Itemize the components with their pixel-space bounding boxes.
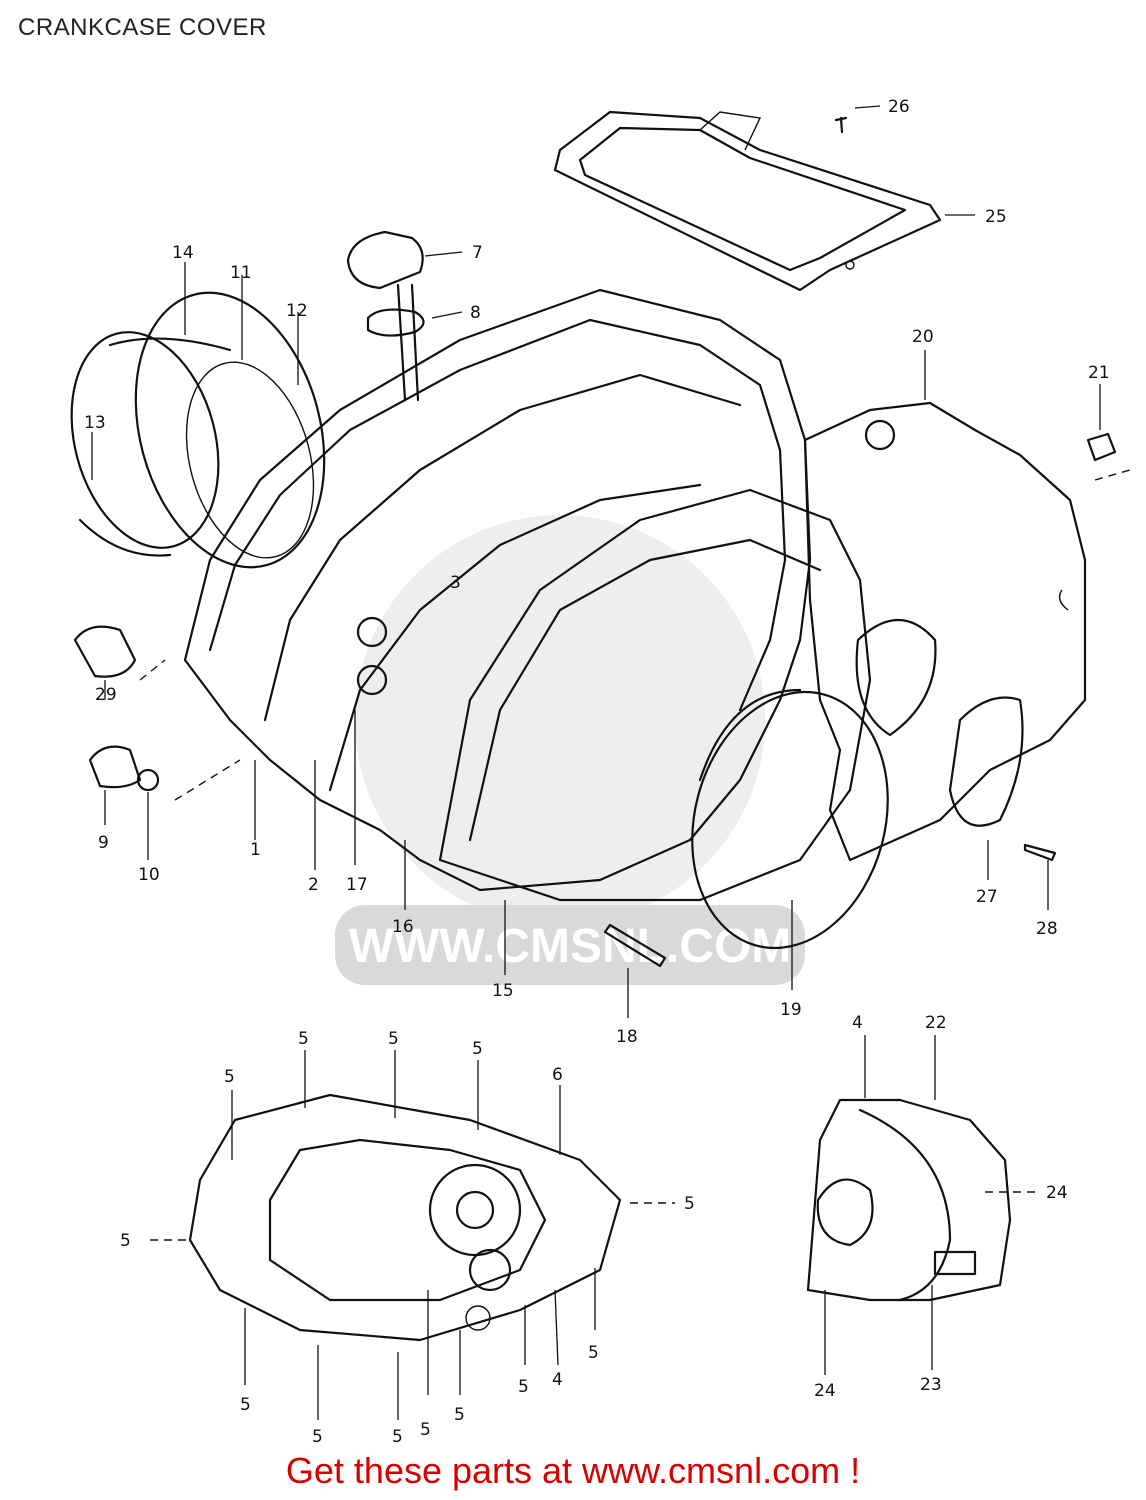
callout-17: 17 — [346, 875, 368, 895]
callout-24-b: 24 — [1046, 1183, 1068, 1203]
watermark: WWW.CMSNL.COM — [335, 515, 805, 985]
callout-27: 27 — [976, 887, 998, 907]
screw-part-28 — [1023, 843, 1057, 862]
callout-5-d: 5 — [472, 1039, 483, 1059]
promo-link-text[interactable]: Get these parts at www.cmsnl.com ! — [285, 1450, 861, 1491]
callout-3: 3 — [450, 573, 461, 593]
cover-lower-right — [806, 1098, 1012, 1302]
callout-6: 6 — [552, 1065, 563, 1085]
callout-5-b: 5 — [298, 1029, 309, 1049]
callout-5-a: 5 — [224, 1067, 235, 1087]
callout-8: 8 — [470, 303, 481, 323]
leader-lines — [91, 105, 1131, 1420]
callout-5-f: 5 — [120, 1231, 131, 1251]
clutch-assembly-parts-11-14 — [70, 291, 326, 569]
plug-part-9 — [88, 745, 142, 789]
callout-12: 12 — [286, 301, 308, 321]
callout-4-a: 5 — [420, 1420, 431, 1440]
crankcase-body — [183, 288, 812, 892]
callout-29: 29 — [95, 685, 117, 705]
callout-16: 16 — [392, 917, 414, 937]
crankcase-cover-part-20 — [803, 401, 1087, 862]
callout-numbers: 26 25 7 8 14 11 12 13 20 21 3 29 9 10 1 … — [84, 97, 1110, 1447]
callout-25: 25 — [985, 207, 1007, 227]
callout-1: 1 — [250, 840, 261, 860]
callout-2: 2 — [308, 875, 319, 895]
callout-18: 18 — [616, 1027, 638, 1047]
callout-28: 28 — [1036, 919, 1058, 939]
small-parts — [73, 432, 1117, 968]
gasket-lower-left — [188, 1093, 622, 1342]
washer-part-10 — [136, 768, 160, 792]
callout-23: 24 — [814, 1381, 836, 1401]
plug-part-29 — [73, 625, 137, 678]
callout-13: 13 — [84, 413, 106, 433]
callout-5-c: 5 — [388, 1029, 399, 1049]
callout-4-b: 4 — [552, 1370, 563, 1390]
diagram-title: CRANKCASE COVER — [18, 14, 267, 41]
dowel-part-21 — [1086, 432, 1117, 462]
callout-14: 14 — [172, 243, 194, 263]
callout-5-e: 5 — [684, 1194, 695, 1214]
callout-5-l: 5 — [588, 1343, 599, 1363]
callout-5-k: 5 — [518, 1377, 529, 1397]
callout-10: 10 — [138, 865, 160, 885]
callout-5-i: 5 — [392, 1427, 403, 1447]
callout-9: 9 — [98, 833, 109, 853]
callout-5-g: 5 — [240, 1395, 251, 1415]
callout-20: 20 — [912, 327, 934, 347]
clutch-cover-part-15 — [438, 488, 889, 950]
callout-19: 19 — [780, 1000, 802, 1020]
oil-cap-part-7 — [346, 230, 425, 402]
callout-11: 11 — [230, 263, 252, 283]
callout-26: 26 — [888, 97, 910, 117]
callout-5-j: 5 — [454, 1405, 465, 1425]
callout-21: 21 — [1088, 363, 1110, 383]
watermark-text: WWW.CMSNL.COM — [349, 920, 792, 973]
callout-15: 15 — [492, 981, 514, 1001]
bolt-part-18 — [603, 923, 667, 968]
callout-24-c: 23 — [920, 1375, 942, 1395]
callout-5-h: 5 — [312, 1427, 323, 1447]
callout-7: 7 — [472, 243, 483, 263]
top-cover-part-25 — [553, 110, 942, 292]
callout-24-a: 22 — [925, 1013, 947, 1033]
callout-22: 4 — [852, 1013, 863, 1033]
